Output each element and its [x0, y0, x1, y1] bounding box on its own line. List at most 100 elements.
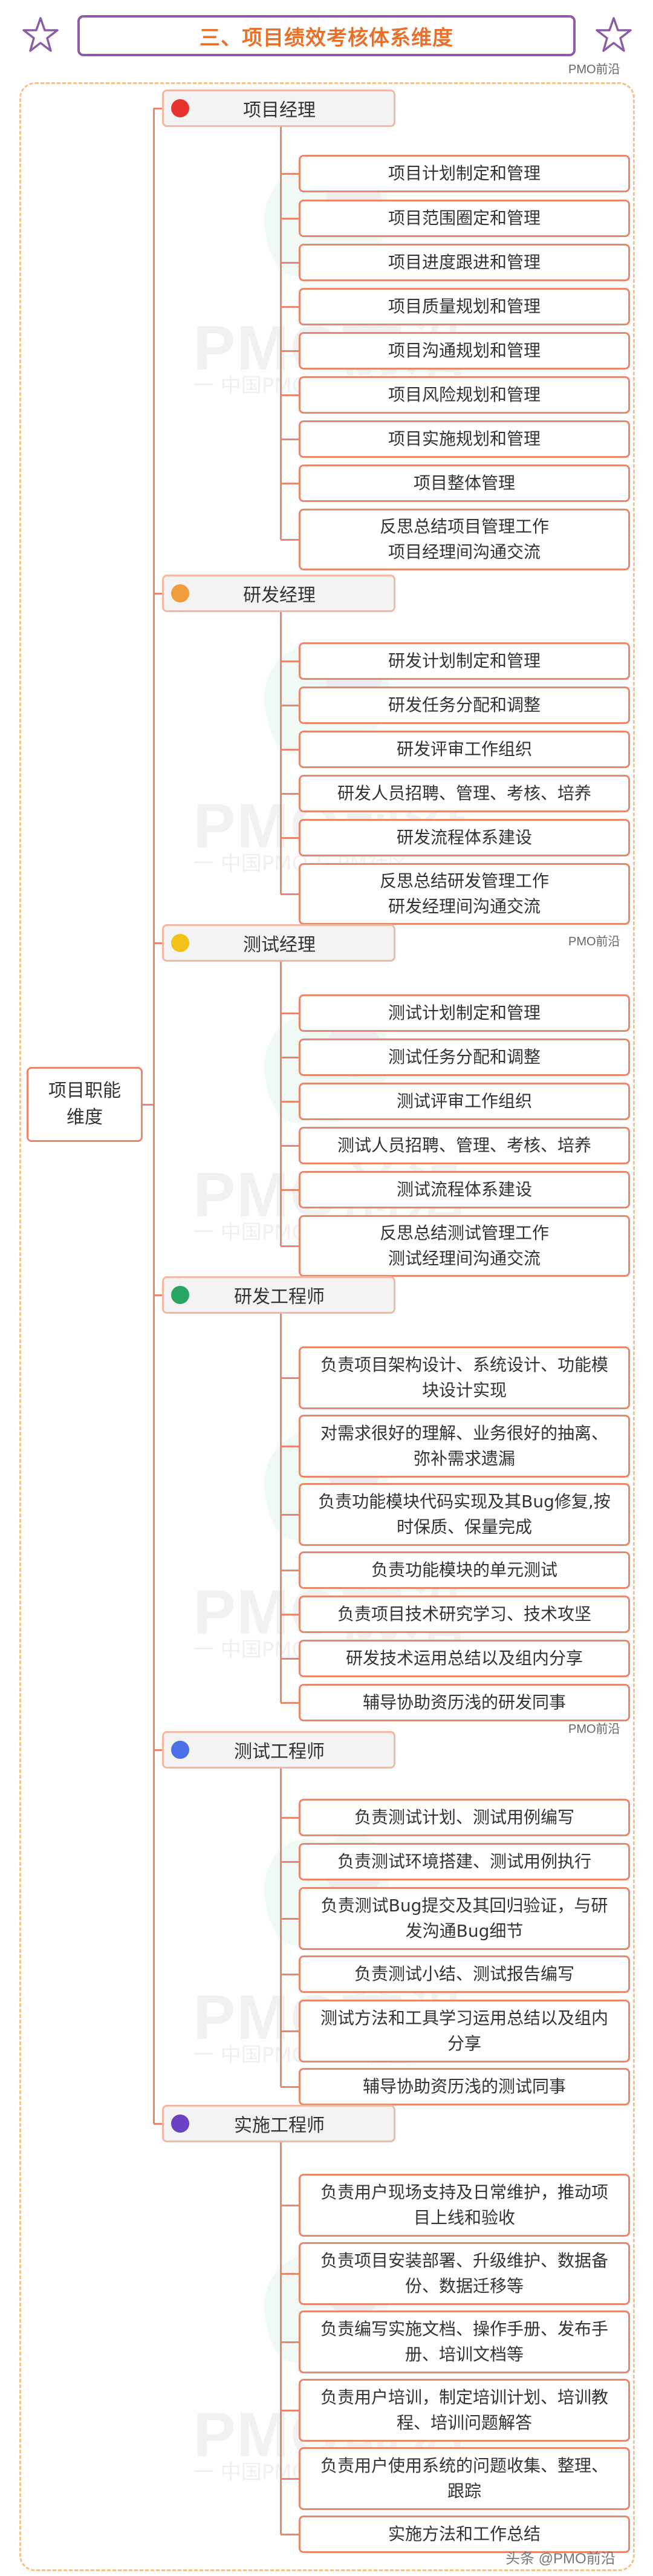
- connector-line: [281, 893, 299, 895]
- role-label: 研发工程师: [234, 1286, 325, 1308]
- duty-node: 项目进度跟进和管理: [299, 244, 630, 281]
- connector-line: [281, 173, 299, 175]
- duty-node: 辅导协助资历浅的研发同事: [299, 1684, 630, 1721]
- connector-line: [281, 1446, 299, 1447]
- connector-line: [281, 1245, 299, 1247]
- connector-line: [154, 1749, 162, 1751]
- role-dot-icon: [171, 2115, 189, 2133]
- connector-line: [280, 126, 282, 540]
- connector-line: [281, 837, 299, 839]
- duty-node: 负责测试环境搭建、测试用例执行: [299, 1843, 630, 1880]
- connector-line: [281, 483, 299, 484]
- role-dot-icon: [171, 1741, 189, 1759]
- connector-line: [281, 1012, 299, 1014]
- duty-node: 测试任务分配和调整: [299, 1039, 630, 1076]
- connector-line: [281, 1817, 299, 1819]
- duty-node: 辅导协助资历浅的测试同事: [299, 2068, 630, 2105]
- connector-line: [281, 394, 299, 396]
- corner-credit: 头条 @PMO前沿: [505, 2551, 616, 2567]
- connector-line: [281, 306, 299, 308]
- duty-node: 测试人员招聘、管理、考核、培养: [299, 1127, 630, 1164]
- duty-node: 负责编写实施文档、操作手册、发布手 册、培训文档等: [299, 2310, 630, 2373]
- connector-line: [281, 2205, 299, 2206]
- duty-node: 项目沟通规划和管理: [299, 332, 630, 370]
- role-label: 项目经理: [243, 100, 316, 121]
- role-dot-icon: [171, 99, 189, 117]
- connector-line: [281, 793, 299, 795]
- connector-line: [281, 262, 299, 264]
- connector-line: [280, 960, 282, 1246]
- duty-node: 测试流程体系建设: [299, 1171, 630, 1208]
- role-node: 研发工程师: [162, 1276, 395, 1314]
- duty-node: 反思总结研发管理工作 研发经理间沟通交流: [299, 863, 630, 925]
- connector-line: [281, 1189, 299, 1191]
- connector-line: [280, 2141, 282, 2534]
- duty-node: 对需求很好的理解、业务很好的抽离、 弥补需求遗漏: [299, 1415, 630, 1478]
- connector-line: [281, 1570, 299, 1571]
- star-icon: [22, 17, 59, 52]
- duty-node: 负责用户现场支持及日常维护，推动项 目上线和验收: [299, 2174, 630, 2237]
- connector-line: [154, 1294, 162, 1296]
- connector-line: [281, 2534, 299, 2535]
- role-node: 研发经理: [162, 575, 395, 612]
- connector-line: [281, 1918, 299, 1920]
- connector-line: [281, 2410, 299, 2411]
- connector-line: [143, 1104, 154, 1106]
- duty-node: 负责用户培训，制定培训计划、培训教 程、培训问题解答: [299, 2379, 630, 2442]
- connector-line: [281, 1702, 299, 1704]
- duty-node: 项目计划制定和管理: [299, 155, 630, 192]
- star-icon: [596, 17, 632, 52]
- connector-line: [281, 2086, 299, 2088]
- connector-line: [280, 1312, 282, 1703]
- connector-line: [154, 2123, 162, 2125]
- role-label: 测试经理: [243, 934, 316, 956]
- duty-node: 研发任务分配和调整: [299, 686, 630, 724]
- duty-node: 反思总结项目管理工作 项目经理间沟通交流: [299, 509, 630, 570]
- duty-node: 项目实施规划和管理: [299, 420, 630, 458]
- connector-line: [280, 611, 282, 894]
- connector-line: [281, 1377, 299, 1379]
- duty-node: 负责功能模块代码实现及其Bug修复,按 时保质、保量完成: [299, 1483, 630, 1546]
- duty-node: 测试方法和工具学习运用总结以及组内 分享: [299, 2000, 630, 2062]
- duty-node: 项目风险规划和管理: [299, 376, 630, 414]
- connector-line: [281, 2030, 299, 2032]
- connector-line: [281, 350, 299, 352]
- duty-node: 负责项目安装部署、升级维护、数据备 份、数据迁移等: [299, 2242, 630, 2305]
- duty-node: 负责项目技术研究学习、技术攻坚: [299, 1596, 630, 1633]
- connector-line: [281, 1861, 299, 1863]
- duty-node: 负责功能模块的单元测试: [299, 1551, 630, 1589]
- duty-node: 负责用户使用系统的问题收集、整理、 跟踪: [299, 2447, 630, 2510]
- connector-line: [281, 1514, 299, 1516]
- duty-node: 项目质量规划和管理: [299, 288, 630, 325]
- page-title: 三、项目绩效考核体系维度: [200, 25, 453, 50]
- connector-line: [281, 1974, 299, 1975]
- connector-line: [281, 539, 299, 541]
- connector-line: [281, 1658, 299, 1660]
- connector-line: [281, 1101, 299, 1103]
- connector-line: [281, 218, 299, 220]
- watermark-tag: PMO前沿: [568, 935, 620, 948]
- duty-node: 研发流程体系建设: [299, 819, 630, 856]
- connector-line: [281, 660, 299, 662]
- watermark-tag: PMO前沿: [568, 63, 620, 76]
- duty-node: 研发评审工作组织: [299, 731, 630, 768]
- duty-node: 反思总结测试管理工作 测试经理间沟通交流: [299, 1215, 630, 1277]
- role-node: 项目经理: [162, 90, 395, 127]
- connector-line: [281, 2341, 299, 2343]
- duty-node: 研发人员招聘、管理、考核、培养: [299, 775, 630, 812]
- duty-node: 测试评审工作组织: [299, 1083, 630, 1120]
- connector-line: [154, 593, 162, 595]
- connector-line: [281, 2478, 299, 2480]
- role-node: 实施工程师: [162, 2105, 395, 2142]
- duty-node: 负责项目架构设计、系统设计、功能模 块设计实现: [299, 1346, 630, 1409]
- connector-line: [154, 108, 162, 109]
- page-title-bar: 三、项目绩效考核体系维度: [77, 15, 576, 56]
- connector-line: [280, 1767, 282, 2087]
- role-label: 研发经理: [243, 585, 316, 606]
- connector-line: [281, 439, 299, 440]
- duty-node: 研发计划制定和管理: [299, 642, 630, 680]
- root-node: 项目职能维度: [27, 1067, 143, 1142]
- duty-node: 实施方法和工作总结: [299, 2516, 630, 2553]
- role-node: 测试经理: [162, 924, 395, 962]
- connector-line: [281, 1145, 299, 1147]
